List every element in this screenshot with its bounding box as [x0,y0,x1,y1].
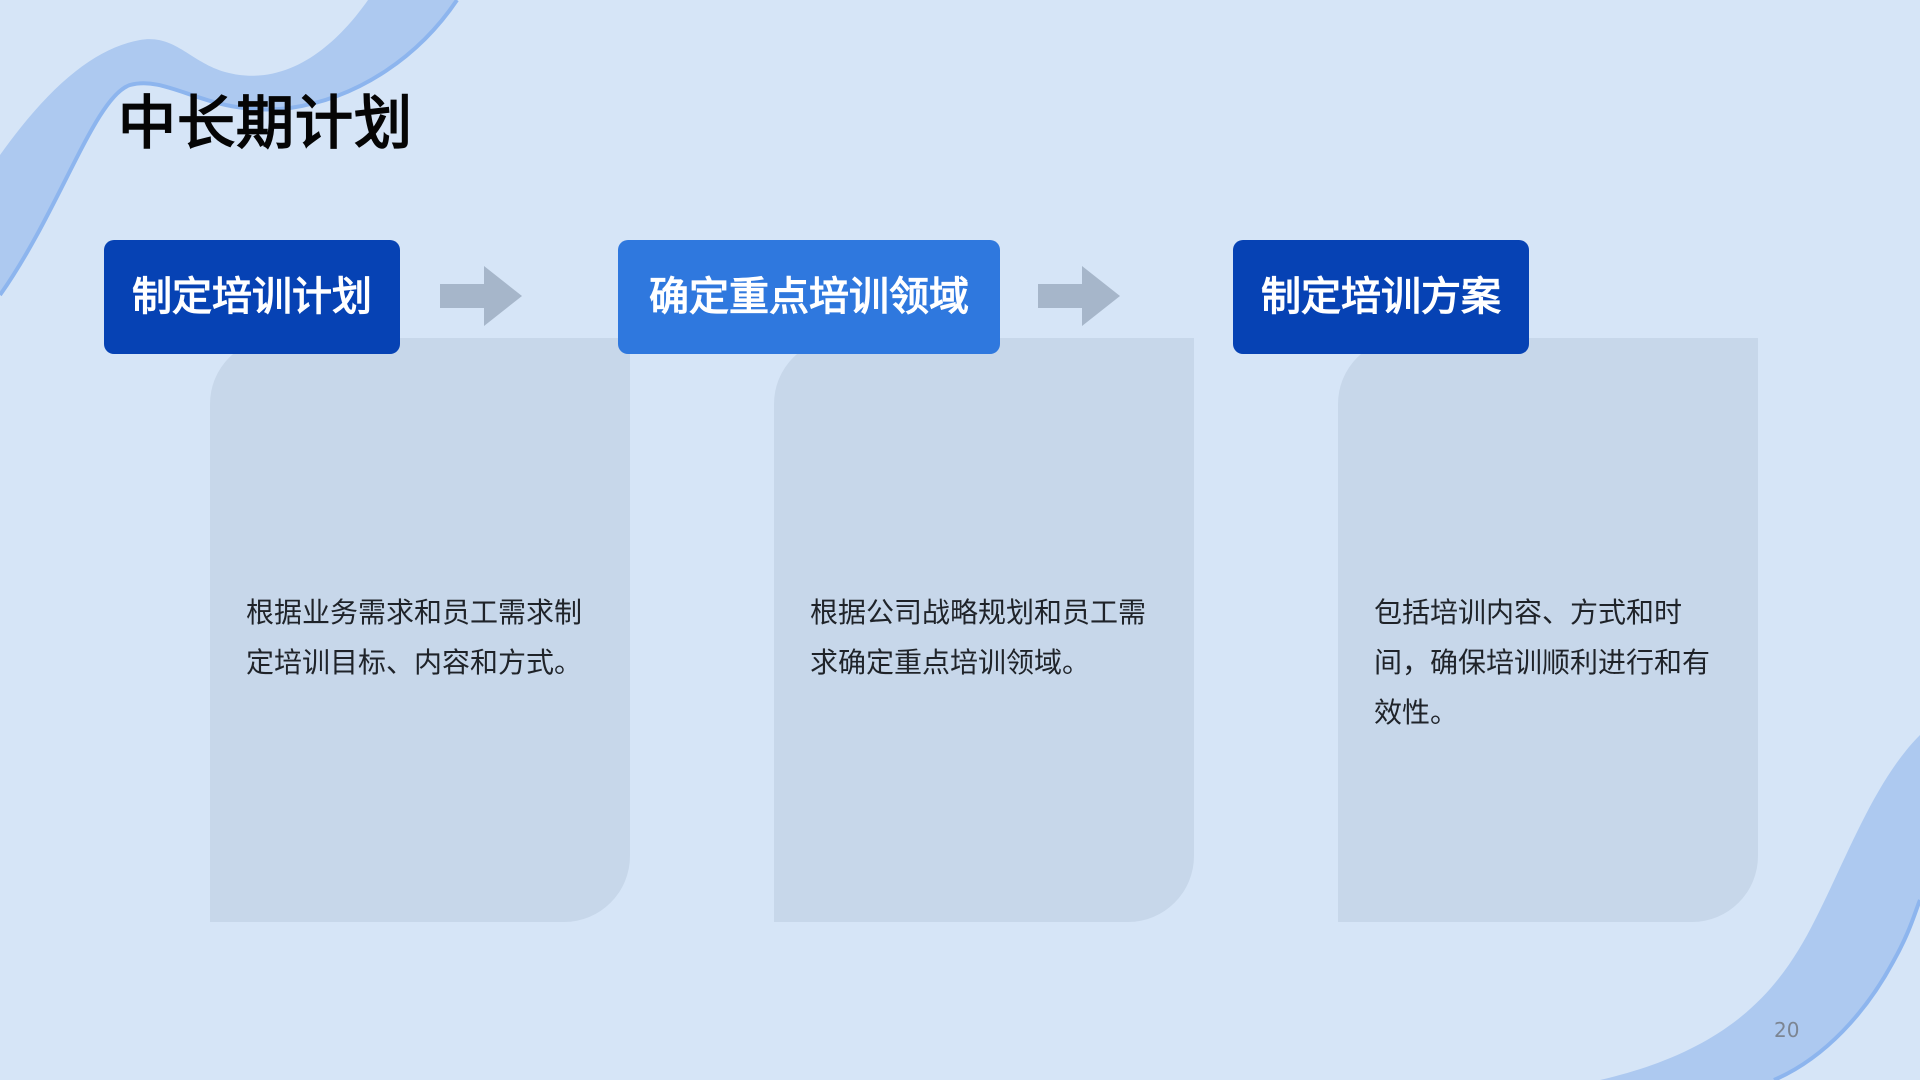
step-description-2: 根据公司战略规划和员工需求确定重点培训领域。 [810,596,1147,679]
step-header-1: 制定培训计划 [104,240,400,354]
step-card-3: 包括培训内容、方式和时间，确保培训顺利进行和有效性。 [1338,338,1758,922]
step-header-3: 制定培训方案 [1233,240,1529,354]
page-number: 20 [1774,1018,1800,1042]
page-title: 中长期计划 [118,89,414,157]
step-card-2: 根据公司战略规划和员工需求确定重点培训领域。 [774,338,1194,922]
step-header-2: 确定重点培训领域 [618,240,1000,354]
step-card-1: 根据业务需求和员工需求制定培训目标、内容和方式。 [210,338,630,922]
arrow-right-icon [440,266,522,326]
step-description-1: 根据业务需求和员工需求制定培训目标、内容和方式。 [246,596,583,679]
bottom-right-wave-edge [1773,899,1920,1080]
step-description-3: 包括培训内容、方式和时间，确保培训顺利进行和有效性。 [1374,596,1711,729]
arrow-right-icon [1038,266,1120,326]
